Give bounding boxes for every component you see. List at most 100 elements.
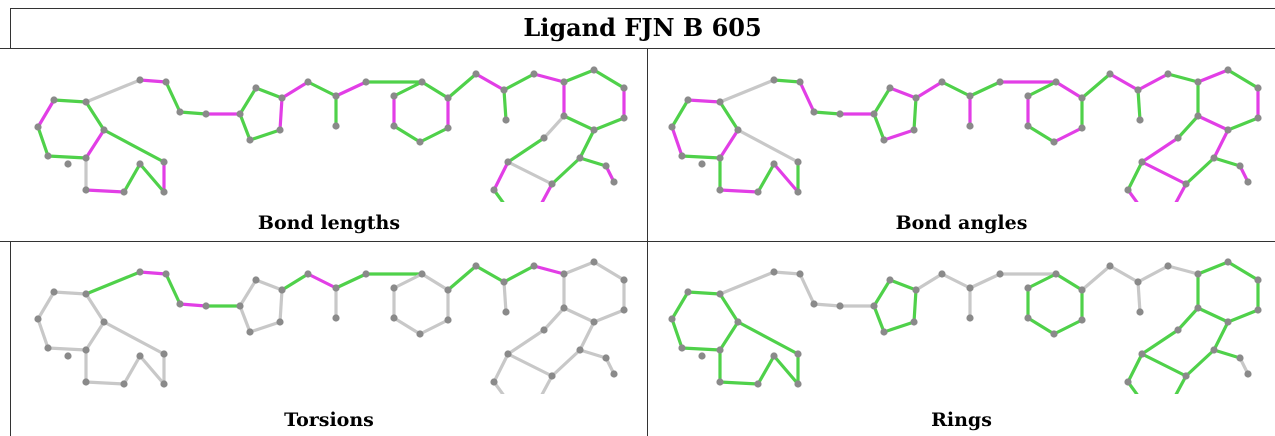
- bond: [1226, 308, 1260, 324]
- atom: [794, 380, 802, 388]
- bond: [718, 100, 740, 132]
- atom: [1236, 162, 1244, 170]
- bond: [474, 264, 506, 284]
- bond: [882, 320, 916, 334]
- bond: [882, 128, 916, 142]
- bond: [888, 86, 918, 100]
- atom: [1024, 122, 1032, 130]
- atom: [444, 316, 452, 324]
- bond: [84, 100, 106, 132]
- atom: [880, 328, 888, 336]
- bond: [578, 348, 608, 360]
- bond: [1212, 156, 1242, 168]
- atom: [590, 126, 598, 134]
- molecule-rings: [668, 258, 1262, 394]
- atom: [1138, 350, 1146, 358]
- bond: [122, 162, 142, 194]
- atom: [1050, 138, 1058, 146]
- atom: [678, 344, 686, 352]
- atom: [530, 262, 538, 270]
- atom: [504, 350, 512, 358]
- bond: [36, 317, 50, 350]
- bond: [474, 72, 506, 92]
- bond: [84, 270, 142, 296]
- atom: [540, 326, 548, 334]
- bond: [578, 320, 596, 352]
- bond: [1126, 188, 1139, 202]
- border-header: [0, 48, 1275, 49]
- atom: [416, 138, 424, 146]
- atom: [966, 122, 974, 130]
- atom: [100, 318, 108, 326]
- bond: [446, 72, 478, 100]
- atom: [1078, 94, 1086, 102]
- bond: [1126, 380, 1139, 394]
- atom: [796, 78, 804, 86]
- atom: [82, 186, 90, 194]
- atom: [620, 114, 628, 122]
- atom: [1182, 180, 1190, 188]
- atom: [716, 186, 724, 194]
- atom: [82, 290, 90, 298]
- atom: [1194, 304, 1202, 312]
- bond: [798, 80, 816, 114]
- atom: [794, 350, 802, 358]
- bond: [492, 188, 505, 202]
- atom: [836, 110, 844, 118]
- bond: [506, 136, 546, 164]
- atom: [1124, 186, 1132, 194]
- atom: [332, 122, 340, 130]
- bond: [420, 272, 450, 292]
- atom: [502, 308, 510, 316]
- bond: [968, 80, 1002, 98]
- atom: [1024, 92, 1032, 100]
- atom: [278, 286, 286, 294]
- bond: [446, 264, 478, 292]
- atom: [1138, 158, 1146, 166]
- atom: [252, 84, 260, 92]
- bond: [532, 264, 566, 276]
- atom: [602, 162, 610, 170]
- atom: [82, 98, 90, 106]
- bond: [306, 272, 338, 290]
- bond: [1136, 72, 1170, 92]
- bond: [46, 154, 88, 160]
- panel-torsions: Torsions: [14, 244, 644, 434]
- atom: [44, 152, 52, 160]
- atom: [202, 110, 210, 118]
- bond: [254, 278, 284, 292]
- bond: [718, 380, 760, 386]
- border-top: [10, 8, 1275, 9]
- bond: [1166, 264, 1200, 276]
- atom: [162, 78, 170, 86]
- atom: [754, 188, 762, 196]
- atom: [34, 123, 42, 131]
- bond: [102, 128, 166, 164]
- atom: [590, 318, 598, 326]
- bond: [940, 80, 972, 98]
- atom: [416, 330, 424, 338]
- bond: [914, 272, 944, 292]
- bond: [238, 86, 258, 116]
- bond: [1126, 352, 1144, 384]
- atom: [120, 380, 128, 388]
- bond: [912, 96, 918, 132]
- bond: [52, 290, 88, 296]
- atom: [938, 270, 946, 278]
- atom: [590, 258, 598, 266]
- bond: [718, 292, 740, 324]
- atom: [34, 315, 42, 323]
- atom: [794, 188, 802, 196]
- atom: [1244, 178, 1252, 186]
- atom: [870, 110, 878, 118]
- atom: [100, 126, 108, 134]
- bond: [592, 260, 626, 282]
- atom: [1136, 116, 1144, 124]
- atom: [590, 66, 598, 74]
- atom: [912, 94, 920, 102]
- bond: [420, 80, 450, 100]
- bond: [940, 272, 972, 290]
- atom: [390, 122, 398, 130]
- atom: [770, 160, 778, 168]
